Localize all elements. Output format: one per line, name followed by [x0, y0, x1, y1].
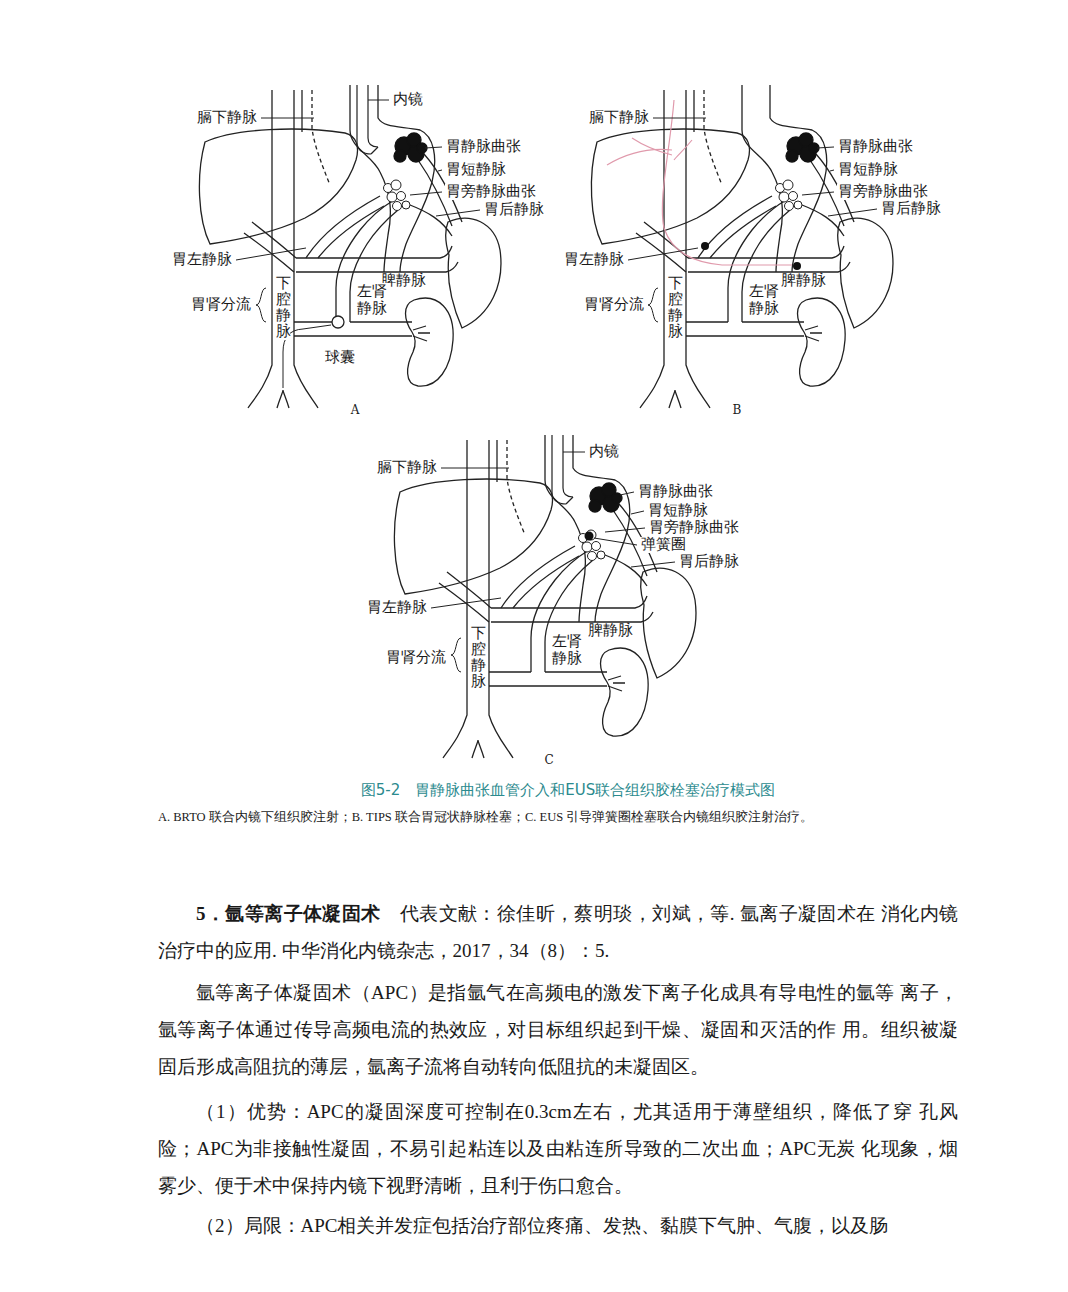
- anatomy-label: 胃旁静脉曲张: [445, 184, 537, 200]
- anatomy-label: 胃旁静脉曲张: [837, 184, 929, 200]
- body-text: （2）局限：APC相关并发症包括治疗部位疼痛、发热、黏膜下气肿、气腹，以及肠: [196, 1215, 888, 1236]
- anatomy-label: 下腔静脉: [471, 626, 486, 690]
- body-text: A. BRTO 联合内镜下组织胶注射；B. TIPS 联合胃冠状静脉栓塞；C. …: [158, 810, 813, 824]
- anatomy-label: 胃静脉曲张: [837, 139, 914, 155]
- anatomy-label: 胃肾分流: [190, 297, 252, 313]
- anatomy-label: 胃短静脉: [837, 162, 899, 178]
- anatomy-label: 下腔静脉: [668, 276, 683, 340]
- anatomy-label: 内镜: [392, 92, 424, 108]
- anatomy-label: 下腔静脉: [276, 276, 291, 340]
- body-paragraph: （1）优势：APC的凝固深度可控制在0.3cm左右，尤其适用于薄壁组织，降低了穿…: [158, 1093, 958, 1204]
- panel-letter: B: [732, 404, 743, 417]
- section-paragraph: 5．氩等离子体凝固术代表文献：徐佳昕，蔡明琰，刘斌，等. 氩离子凝固术在 消化内…: [158, 895, 958, 969]
- anatomy-label: 左肾 静脉: [356, 283, 388, 318]
- anatomy-label: 球囊: [324, 350, 356, 366]
- anatomy-label: 胃肾分流: [385, 650, 447, 666]
- figure-caption: 图5-2 胃静脉曲张血管介入和EUS联合组织胶栓塞治疗模式图: [361, 781, 775, 800]
- anatomy-label: 胃静脉曲张: [445, 139, 522, 155]
- body-paragraph: （2）局限：APC相关并发症包括治疗部位疼痛、发热、黏膜下气肿、气腹，以及肠: [158, 1207, 958, 1244]
- panel-letter: C: [543, 754, 554, 767]
- anatomy-label: 膈下静脉: [196, 110, 258, 126]
- body-paragraph: 氩等离子体凝固术（APC）是指氩气在高频电的激发下离子化成具有导电性的氩等 离子…: [158, 974, 958, 1085]
- body-text: 氩等离子体凝固术（APC）是指氩气在高频电的激发下离子化成具有导电性的氩等 离子…: [158, 982, 958, 1077]
- anatomy-label: 胃后静脉: [880, 201, 942, 217]
- anatomy-label: 脾静脉: [587, 623, 634, 639]
- section-heading: 5．氩等离子体凝固术: [196, 903, 381, 924]
- anatomy-label: 胃短静脉: [647, 503, 709, 519]
- anatomy-label: 胃左静脉: [366, 600, 428, 616]
- anatomy-label: 胃后静脉: [483, 202, 545, 218]
- anatomy-label: 胃旁静脉曲张: [648, 520, 740, 536]
- panel-b-drawing: [591, 85, 893, 408]
- anatomy-label: 胃左静脉: [171, 252, 233, 268]
- anatomy-label: 左肾 静脉: [748, 283, 780, 318]
- panel-a-drawing: [199, 85, 501, 408]
- anatomy-label: 膈下静脉: [376, 460, 438, 476]
- anatomy-label: 脾静脉: [780, 273, 827, 289]
- panel-letter: A: [350, 404, 361, 417]
- anatomy-label: 膈下静脉: [588, 110, 650, 126]
- anatomy-label: 左肾 静脉: [551, 633, 583, 668]
- anatomy-label: 胃静脉曲张: [637, 484, 714, 500]
- anatomy-label: 内镜: [588, 444, 620, 460]
- anatomy-label: 胃肾分流: [583, 297, 645, 313]
- anatomy-label: 胃后静脉: [678, 554, 740, 570]
- anatomy-label: 弹簧圈: [640, 537, 687, 553]
- anatomy-label: 胃左静脉: [563, 252, 625, 268]
- anatomy-label: 胃短静脉: [445, 162, 507, 178]
- figure-legend: A. BRTO 联合内镜下组织胶注射；B. TIPS 联合胃冠状静脉栓塞；C. …: [158, 808, 958, 826]
- body-text: （1）优势：APC的凝固深度可控制在0.3cm左右，尤其适用于薄壁组织，降低了穿…: [158, 1101, 958, 1196]
